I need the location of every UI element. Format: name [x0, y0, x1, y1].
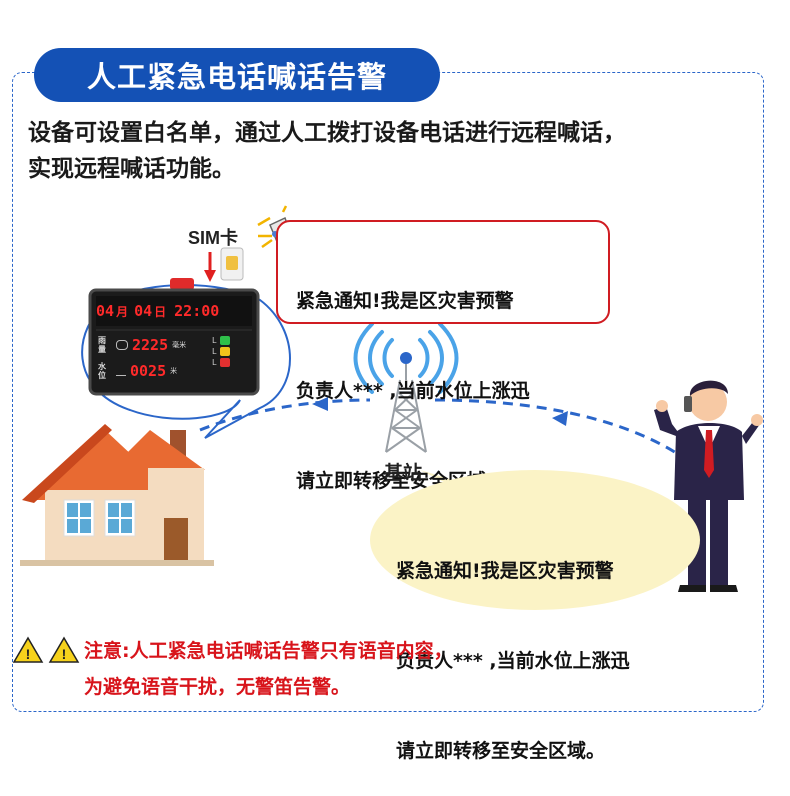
level-letter: L [212, 347, 217, 356]
page-title: 人工紧急电话喊话告警 [34, 48, 440, 102]
led-day: 04 [134, 302, 153, 320]
message-top-line-2: 负责人*** ,当前水位上涨迅 [296, 380, 530, 402]
warning-line-1: 注意:人工紧急电话喊话告警只有语音内容， [84, 640, 453, 662]
base-station-label: 基站 [384, 462, 423, 484]
led-rain-label: 雨量 [98, 336, 106, 354]
message-bottom-line-3: 请立即转移至安全区域。 [396, 740, 606, 762]
led-month-unit: 月 [116, 304, 129, 319]
water-icon [116, 367, 126, 376]
cloud-icon [116, 340, 128, 350]
intro-text: 设备可设置白名单，通过人工拨打设备电话进行远程喊话， 实现远程喊话功能。 [28, 115, 768, 187]
level-yellow-icon [220, 347, 231, 356]
led-water-row: 水位 0025 米 [98, 360, 208, 382]
message-bubble-top [276, 220, 610, 324]
led-rain-row: 雨量 2225 毫米 [98, 334, 208, 356]
led-level-indicators: L L L [212, 336, 246, 386]
led-rain-unit: 毫米 [172, 341, 187, 349]
message-bottom-line-1: 紧急通知!我是区灾害预警 [396, 560, 614, 582]
intro-line-1: 设备可设置白名单，通过人工拨打设备电话进行远程喊话， [28, 120, 626, 146]
led-date-row: 04 月 04 日 22:00 [96, 296, 252, 326]
led-water-label: 水位 [98, 362, 106, 380]
led-rain-value: 2225 [132, 336, 169, 354]
warning-line-2: 为避免语音干扰，无警笛告警。 [84, 676, 351, 698]
led-water-value: 0025 [130, 362, 167, 380]
sim-label: SIM卡 [188, 228, 239, 248]
led-month: 04 [96, 302, 115, 320]
level-letter: L [212, 336, 217, 345]
message-top-line-1: 紧急通知!我是区灾害预警 [296, 290, 514, 312]
led-time: 22:00 [174, 302, 220, 320]
message-bottom-line-2: 负责人*** ,当前水位上涨迅 [396, 650, 630, 672]
led-day-unit: 日 [154, 304, 167, 319]
intro-line-2: 实现远程喊话功能。 [28, 156, 235, 182]
level-red-icon [220, 358, 231, 367]
level-letter: L [212, 358, 217, 367]
level-green-icon [220, 336, 231, 345]
led-water-unit: 米 [170, 367, 178, 375]
message-bubble-bottom [370, 470, 700, 610]
message-bottom: 紧急通知!我是区灾害预警 负责人*** ,当前水位上涨迅 请立即转移至安全区域。 [396, 496, 630, 796]
